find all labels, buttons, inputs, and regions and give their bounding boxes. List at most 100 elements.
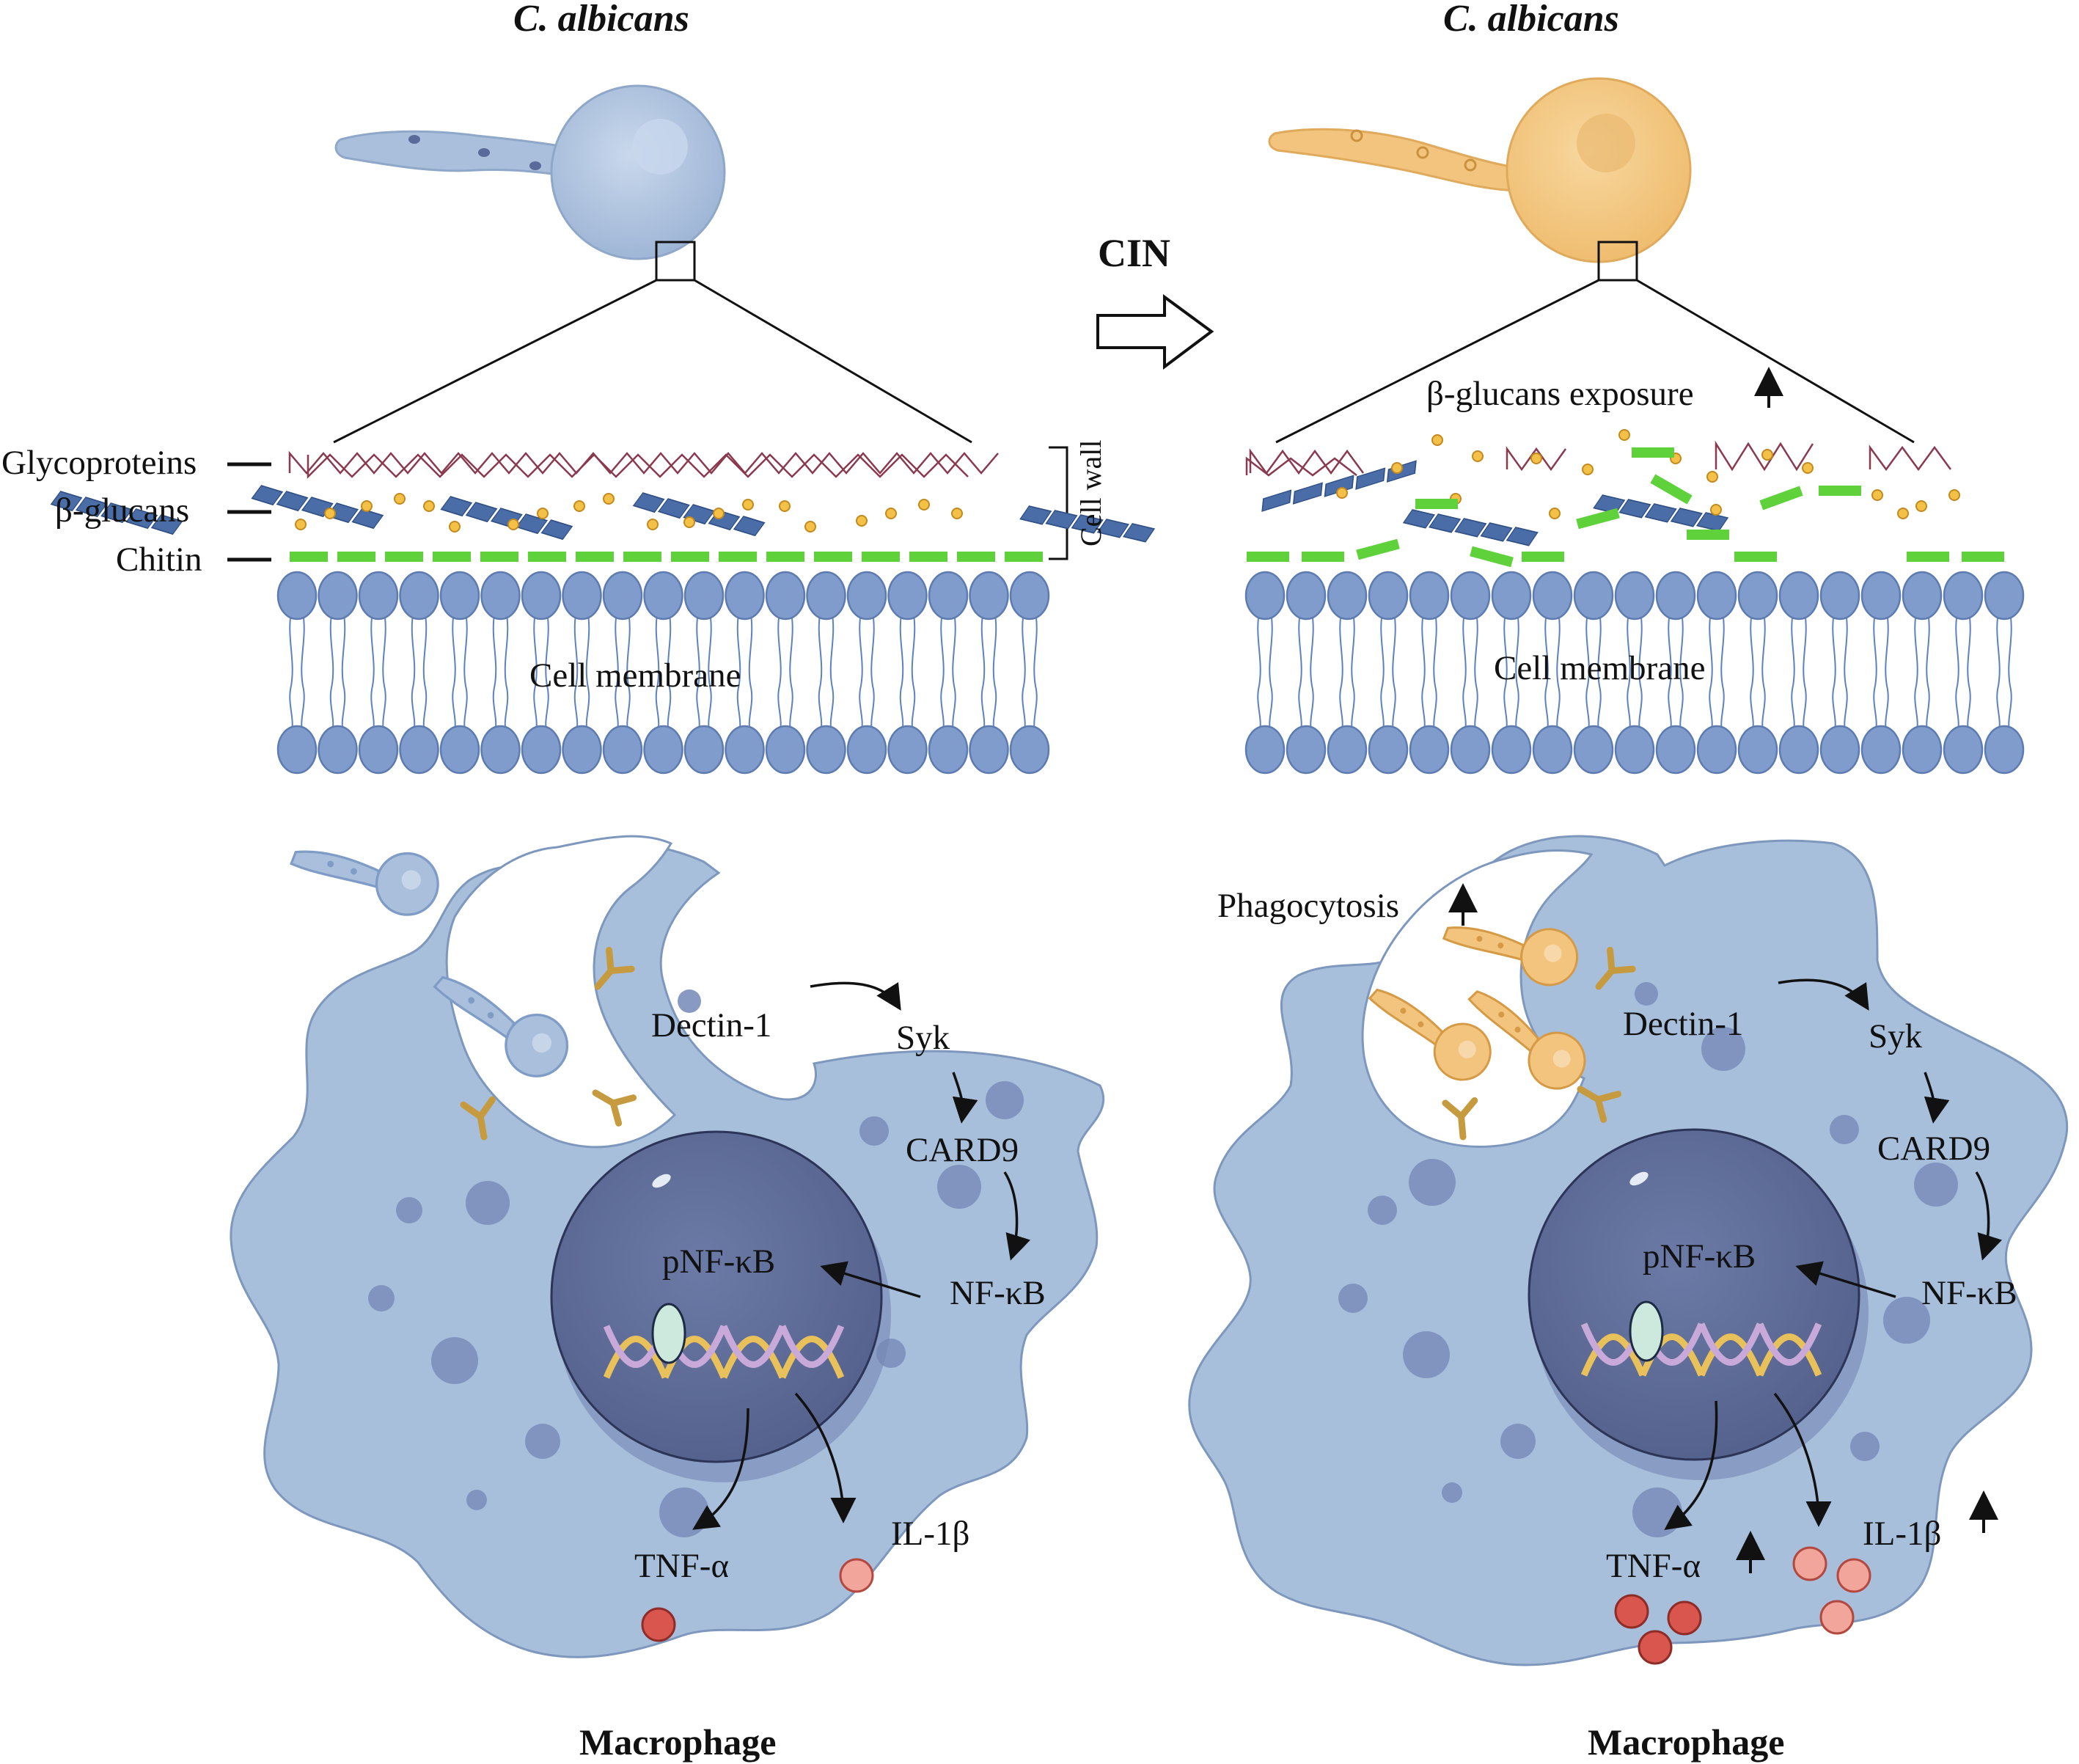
lipid-head [1984,571,2025,621]
receptor-arm [1577,1086,1622,1123]
lipid-head [725,725,765,775]
wall-particle [295,519,307,530]
lipid-tail [1709,612,1713,734]
lipid-head [480,725,521,775]
legend-chitin: Chitin [116,541,202,579]
tnf-particle [1638,1630,1673,1665]
chitin-segment [1734,552,1777,562]
lipid-head [1327,571,1368,621]
lipid-tail [329,612,334,734]
wall-particle [1897,508,1909,519]
lipid-tail [463,612,468,734]
lipid-head [1737,725,1778,775]
glycoprotein-chain [288,450,999,475]
lipid-head [1943,725,1984,775]
lipid-tail [980,612,986,734]
lipid-head [562,725,602,775]
fungus-highlight [1552,1050,1571,1068]
syk-label: Syk [896,1019,950,1057]
lipid-tail [696,612,700,734]
vesicle [1701,1027,1745,1071]
lipid-head [521,725,562,775]
title-untreated: C. albicans [513,0,689,40]
dna-strand [1698,1322,1764,1366]
beta-glucan [1122,523,1156,543]
lipid-head [1532,571,1573,621]
lipid-head [806,571,846,621]
glycoprotein-chain [1869,444,1952,472]
lipid-tail [615,612,619,734]
wall-particle [1431,434,1443,446]
fungus-highlight [401,870,422,890]
nucleus-highlight [1629,1171,1649,1186]
glycoprotein-chain [1506,446,1567,472]
lipid-head [1860,725,1902,775]
phagocytosed-fungus [1467,990,1586,1090]
beta-glucan [75,497,108,518]
beta-glucan [1644,503,1677,523]
cell-membrane-untreated [276,571,1050,775]
vesicle [1338,1284,1368,1313]
beta-glucan [1261,489,1292,512]
wall-particle [1710,504,1722,516]
legend-glycoproteins: Glycoproteins [1,444,197,482]
wall-particle [324,508,336,519]
beta-glucan [150,514,183,535]
fungus-dot [487,1011,494,1019]
lipid-tail [736,612,741,734]
chitin-segment [1302,552,1344,562]
lipid-tail [533,612,538,734]
vesicle [431,1337,478,1384]
fungus-dot [351,868,357,875]
chitin-segment [528,552,566,562]
vesicle [1850,1432,1880,1461]
lipid-tail [859,612,863,734]
receptor-arm [460,1096,496,1141]
dna-strand [1756,1333,1822,1377]
chitin-segment [290,552,328,562]
vesicle [368,1285,395,1311]
lipid-tail [1832,612,1836,734]
tnf-particle [1667,1600,1702,1636]
fungus-dot [1498,1011,1505,1018]
lipid-tail [1585,612,1590,734]
cell-membrane-untreated-label: Cell membrane [529,656,741,695]
wall-particle [804,521,816,533]
fungus-yeast [1520,928,1579,987]
wall-particle [394,493,406,505]
nucleus [1528,1128,1860,1461]
chitin-segment [1687,530,1729,540]
lipid-tail [1967,612,1971,734]
arrow-nfkb-pnfkb [820,1261,921,1298]
dectin-receptor [1595,946,1636,990]
lipid-head [846,571,887,621]
receptor-arm [592,1089,637,1127]
lipid-tail [1462,612,1467,734]
lipid-head [969,725,1009,775]
lipid-head [1409,571,1450,621]
wall-particle [1618,429,1630,441]
arrow-card9-nfkb-r [1975,1171,2003,1261]
lipid-tail [1597,612,1602,734]
lipid-tail [422,612,428,734]
vesicle [1914,1163,1958,1207]
lipid-tail [2008,612,2012,734]
tnf-particle [1614,1594,1649,1629]
wall-particle [361,500,373,512]
vesicle [1635,982,1658,1006]
arrow-syk-card9-r [1924,1072,1950,1124]
chitin-segment [909,552,947,562]
lipid-head [521,571,562,621]
chitin-segment [1415,499,1458,509]
wall-particle [1871,489,1883,501]
wall-particle [742,499,754,510]
vesicle [678,989,701,1013]
lipid-head [683,725,725,775]
beta-glucan [100,502,133,524]
dna-strand [779,1336,845,1379]
lipid-tail [1433,612,1437,734]
lipid-tail [1955,612,1959,734]
beta-glucan [1019,505,1052,525]
dna-strand [1756,1322,1822,1366]
receptor-arm [1595,946,1636,990]
